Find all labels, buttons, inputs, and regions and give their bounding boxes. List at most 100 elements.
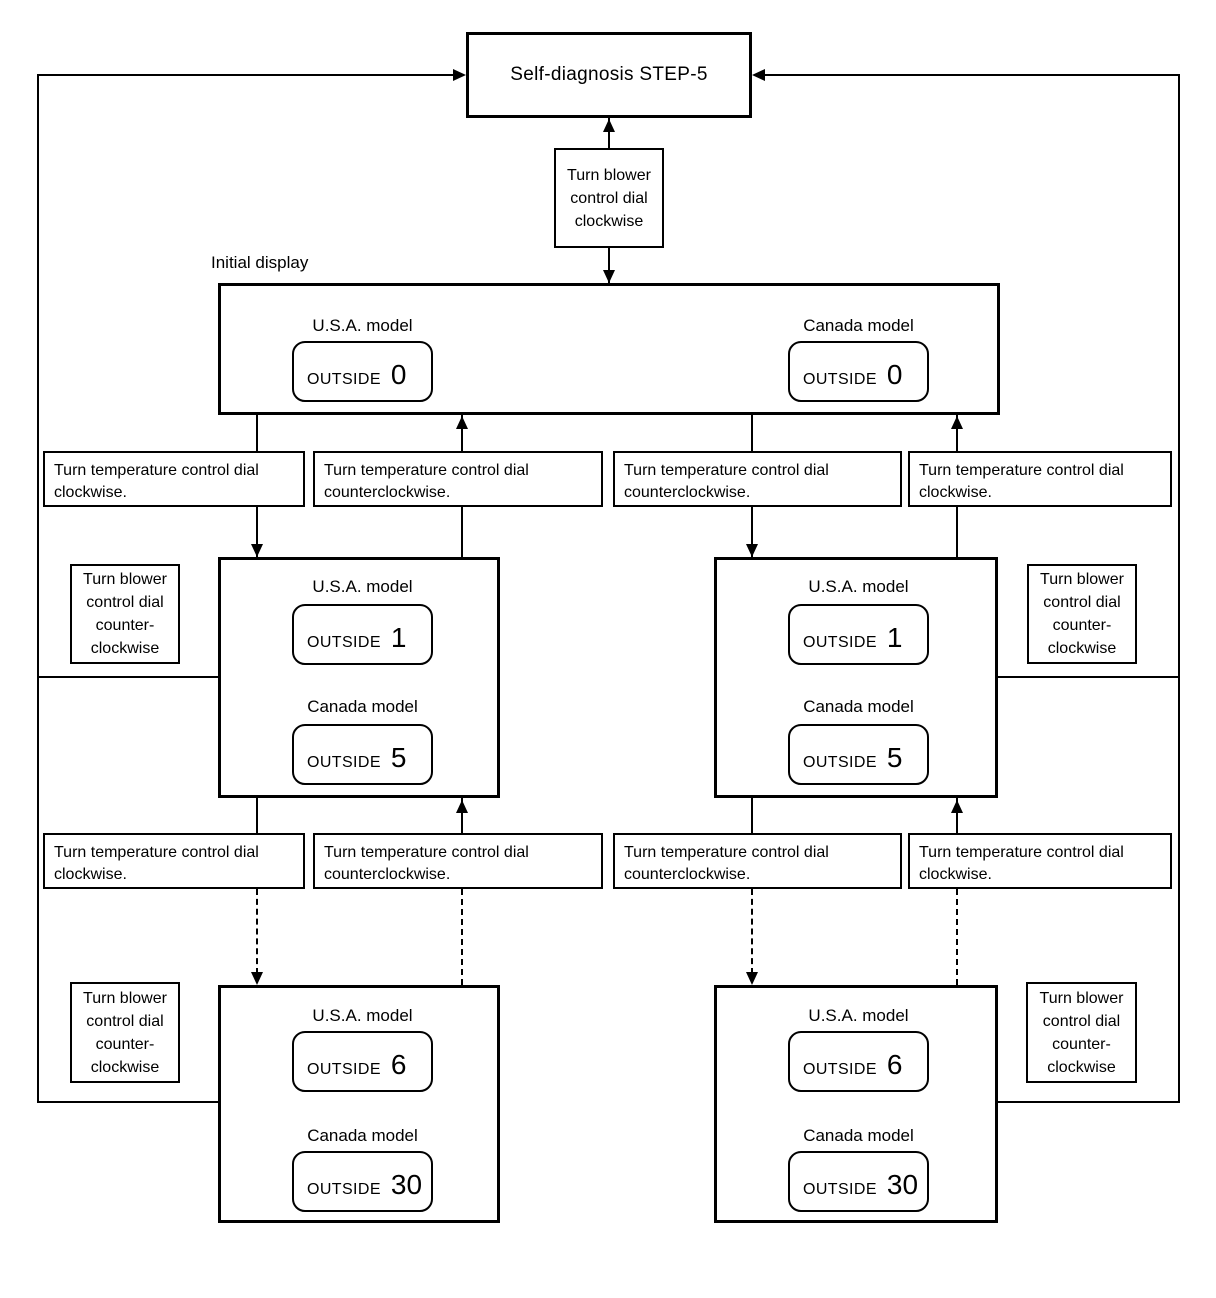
connector-line (256, 798, 258, 845)
usa-outside-display: OUTSIDE 1 (788, 604, 929, 665)
connector-line (38, 676, 218, 678)
outside-value: 0 (886, 359, 903, 390)
arrow-up-icon (456, 800, 468, 813)
action-box-temp-counterclockwise: Turn temperature control dial counterclo… (313, 833, 603, 889)
arrow-up-icon (951, 800, 963, 813)
connector-line (764, 74, 1179, 76)
arrow-right-icon (453, 69, 466, 81)
connector-line (38, 74, 454, 76)
outside-value: 30 (886, 1169, 919, 1200)
usa-model-label: U.S.A. model (312, 1006, 413, 1025)
outside-label: OUTSIDE (803, 634, 877, 651)
outside-label: OUTSIDE (307, 371, 381, 388)
outside-value: 5 (390, 742, 407, 773)
canada-outside-display: OUTSIDE 5 (788, 724, 929, 785)
self-diagnosis-title: Self-diagnosis STEP-5 (510, 64, 708, 85)
connector-line (956, 798, 958, 845)
arrow-up-icon (456, 416, 468, 429)
blower-counterclockwise-text: Turn blower control dial counter- clockw… (83, 989, 167, 1076)
temp-clockwise-text: Turn temperature control dial clockwise. (919, 462, 1124, 501)
dashed-connector-line (751, 889, 753, 974)
outside-value: 6 (886, 1049, 903, 1080)
outside-label: OUTSIDE (803, 1181, 877, 1198)
dashed-connector-line (256, 889, 258, 974)
temp-counterclockwise-text: Turn temperature control dial counterclo… (624, 844, 829, 883)
action-box-temp-counterclockwise: Turn temperature control dial counterclo… (613, 451, 902, 507)
outside-label: OUTSIDE (307, 1061, 381, 1078)
arrow-down-icon (251, 972, 263, 985)
display-panel-final-left: U.S.A. model OUTSIDE 6 Canada model OUTS… (218, 985, 500, 1223)
outside-value: 5 (886, 742, 903, 773)
connector-line (998, 1101, 1179, 1103)
outside-label: OUTSIDE (307, 1181, 381, 1198)
arrow-down-icon (746, 972, 758, 985)
display-panel-final-right: U.S.A. model OUTSIDE 6 Canada model OUTS… (714, 985, 998, 1223)
arrow-up-icon (603, 119, 615, 132)
outside-value: 1 (390, 622, 407, 653)
outside-value: 30 (390, 1169, 423, 1200)
dashed-connector-line (461, 889, 463, 985)
arrow-down-icon (251, 544, 263, 557)
action-box-temp-counterclockwise: Turn temperature control dial counterclo… (613, 833, 902, 889)
canada-model-label: Canada model (307, 697, 418, 716)
canada-outside-display: OUTSIDE 30 (292, 1151, 433, 1212)
usa-outside-display: OUTSIDE 6 (788, 1031, 929, 1092)
dashed-connector-line (956, 889, 958, 985)
temp-counterclockwise-text: Turn temperature control dial counterclo… (324, 844, 529, 883)
connector-line (998, 676, 1179, 678)
usa-outside-display: OUTSIDE 0 (292, 341, 433, 402)
canada-model-label: Canada model (307, 1126, 418, 1145)
canada-model-label: Canada model (803, 1126, 914, 1145)
action-box-temp-clockwise: Turn temperature control dial clockwise. (43, 451, 305, 507)
arrow-down-icon (746, 544, 758, 557)
initial-display-panel: U.S.A. model OUTSIDE 0 Canada model OUTS… (218, 283, 1000, 415)
outside-value: 1 (886, 622, 903, 653)
outside-label: OUTSIDE (803, 1061, 877, 1078)
outside-label: OUTSIDE (307, 754, 381, 771)
temp-clockwise-text: Turn temperature control dial clockwise. (54, 462, 259, 501)
action-box-temp-clockwise: Turn temperature control dial clockwise. (43, 833, 305, 889)
self-diagnosis-step5-box: Self-diagnosis STEP-5 (466, 32, 752, 118)
temp-clockwise-text: Turn temperature control dial clockwise. (919, 844, 1124, 883)
action-box-blower-counterclockwise: Turn blower control dial counter- clockw… (70, 564, 180, 664)
outside-label: OUTSIDE (803, 754, 877, 771)
connector-line (37, 74, 39, 1103)
canada-outside-display: OUTSIDE 0 (788, 341, 929, 402)
display-panel-step1-left: U.S.A. model OUTSIDE 1 Canada model OUTS… (218, 557, 500, 798)
canada-model-label: Canada model (803, 697, 914, 716)
usa-model-label: U.S.A. model (808, 577, 909, 596)
temp-counterclockwise-text: Turn temperature control dial counterclo… (324, 462, 529, 501)
action-box-blower-counterclockwise: Turn blower control dial counter- clockw… (1026, 982, 1137, 1083)
blower-counterclockwise-text: Turn blower control dial counter- clockw… (1040, 571, 1124, 657)
usa-model-label: U.S.A. model (808, 1006, 909, 1025)
action-box-temp-clockwise: Turn temperature control dial clockwise. (908, 833, 1172, 889)
connector-line (461, 798, 463, 845)
action-box-temp-counterclockwise: Turn temperature control dial counterclo… (313, 451, 603, 507)
temp-counterclockwise-text: Turn temperature control dial counterclo… (624, 462, 829, 501)
connector-line (1178, 74, 1180, 1103)
usa-model-label: U.S.A. model (312, 577, 413, 596)
usa-outside-display: OUTSIDE 6 (292, 1031, 433, 1092)
blower-counterclockwise-text: Turn blower control dial counter- clockw… (83, 571, 167, 657)
action-box-blower-counterclockwise: Turn blower control dial counter- clockw… (70, 982, 180, 1083)
usa-outside-display: OUTSIDE 1 (292, 604, 433, 665)
arrow-left-icon (752, 69, 765, 81)
outside-label: OUTSIDE (307, 634, 381, 651)
temp-clockwise-text: Turn temperature control dial clockwise. (54, 844, 259, 883)
arrow-up-icon (951, 416, 963, 429)
display-panel-step1-right: U.S.A. model OUTSIDE 1 Canada model OUTS… (714, 557, 998, 798)
action-box-blower-clockwise: Turn blower control dial clockwise (554, 148, 664, 248)
connector-line (38, 1101, 218, 1103)
canada-outside-display: OUTSIDE 5 (292, 724, 433, 785)
blower-clockwise-text: Turn blower control dial clockwise (567, 166, 651, 230)
blower-counterclockwise-text: Turn blower control dial counter- clockw… (1039, 989, 1124, 1076)
usa-model-label: U.S.A. model (312, 316, 413, 335)
outside-value: 6 (390, 1049, 407, 1080)
connector-line (751, 798, 753, 845)
outside-label: OUTSIDE (803, 371, 877, 388)
arrow-down-icon (603, 270, 615, 283)
initial-display-caption: Initial display (211, 253, 309, 272)
canada-outside-display: OUTSIDE 30 (788, 1151, 929, 1212)
outside-value: 0 (390, 359, 407, 390)
